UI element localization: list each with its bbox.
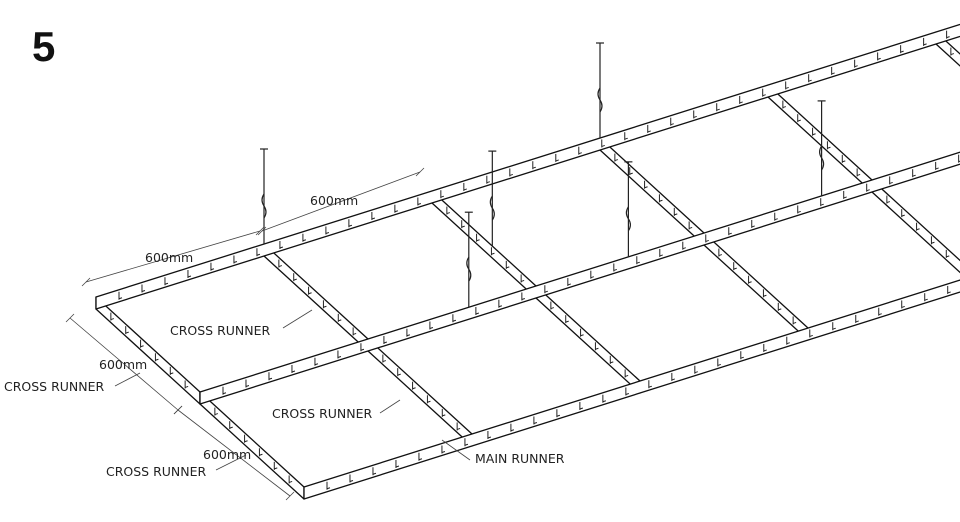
cross-runner-label-2: CROSS RUNNER [4,379,105,394]
dimension-line-left-1 [69,317,179,411]
hanger-wires [260,42,826,308]
cross-runner [263,243,369,352]
leader-cross-runner-3 [379,399,401,414]
leader-main-runner [441,439,471,461]
cross-runner [95,296,201,405]
runner [95,23,960,310]
cross-runner [935,31,960,67]
cross-runner [599,137,705,246]
cross-runner-label-4: CROSS RUNNER [106,464,207,479]
cross-runner [703,232,809,341]
dimension-line-top-2 [261,171,421,232]
dimension-lines [65,167,425,501]
dimension-line-left-2 [177,409,291,497]
main-runner [303,279,960,500]
leader-cross-runner-4 [215,454,247,471]
main-runner-label: MAIN RUNNER [475,451,565,466]
dimension-label-left-2: 600mm [203,447,251,462]
leader-cross-runner-1 [282,309,313,329]
dimension-line-top-1 [85,230,261,283]
leader-cross-runner-2 [114,372,141,387]
cross-runner-label-3: CROSS RUNNER [272,406,373,421]
cross-runner [871,179,960,274]
runner [199,151,960,405]
dimension-label-top-1: 600mm [145,250,193,265]
cross-runner [431,190,537,299]
cross-runner-label-1: CROSS RUNNER [170,323,271,338]
cross-runner [535,285,641,394]
leader-lines [114,309,471,471]
dimension-label-top-2: 600mm [310,193,358,208]
grid-runners [95,23,960,500]
step-number: 5 [32,23,56,70]
dimension-label-left-1: 600mm [99,357,147,372]
cross-runner [367,338,473,447]
